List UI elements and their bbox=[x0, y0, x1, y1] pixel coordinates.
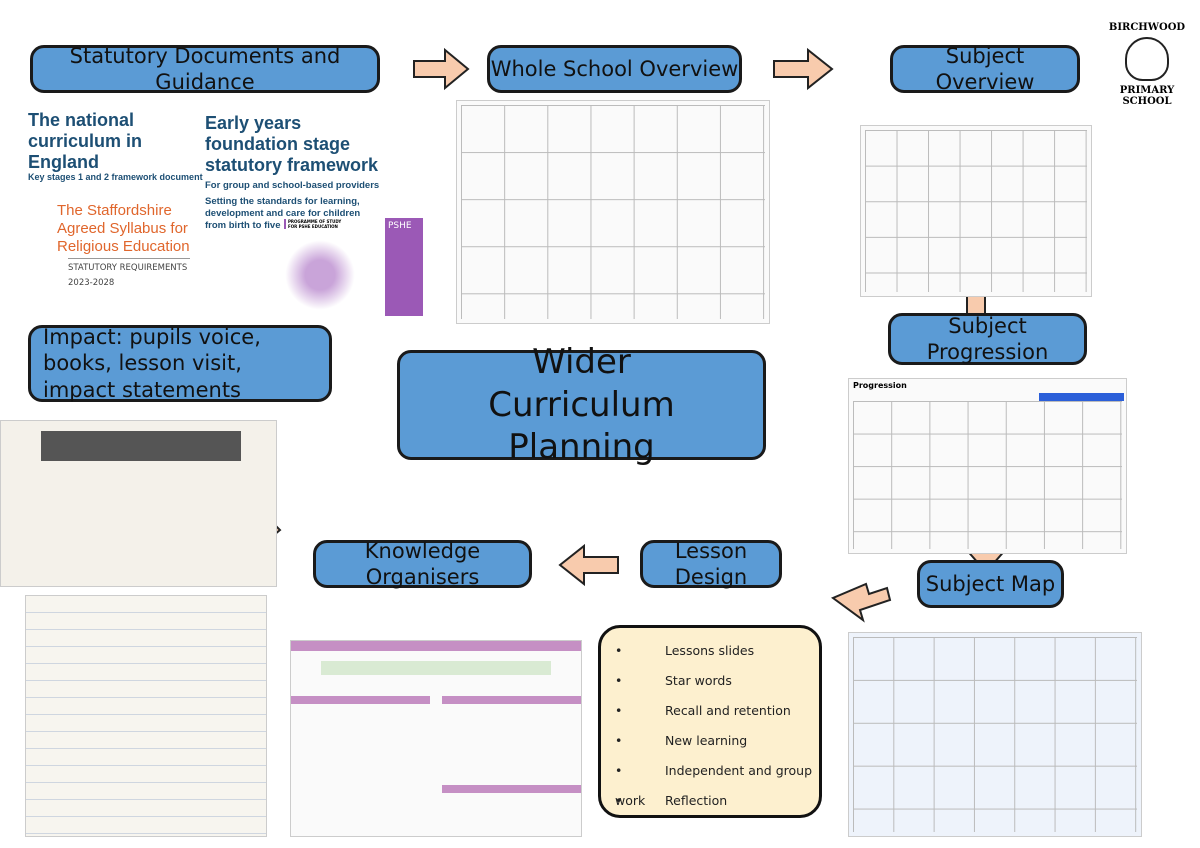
subject-progression-box: Subject Progression bbox=[888, 313, 1087, 365]
whole-school-overview-thumbnail bbox=[456, 100, 770, 324]
ko-header bbox=[291, 641, 581, 651]
wider-curriculum-planning-box: Wider Curriculum Planning bbox=[397, 342, 766, 467]
tree-icon bbox=[1125, 37, 1169, 81]
arrow-right-1 bbox=[413, 47, 470, 91]
eyfs-description: Setting the standards for learning, deve… bbox=[205, 196, 361, 231]
list-item: Independent and group work bbox=[615, 756, 819, 808]
list-item: Lessons slides bbox=[615, 636, 819, 666]
subject-progression-thumbnail: Progression bbox=[848, 378, 1127, 554]
arrow-diag-left bbox=[830, 582, 892, 623]
lesson-design-list: Lessons slides Star words Recall and ret… bbox=[598, 625, 822, 818]
subject-overview-box: Subject Overview bbox=[890, 44, 1080, 94]
subject-overview-thumbnail bbox=[860, 125, 1092, 297]
statutory-documents-box: Statutory Documents and Guidance bbox=[30, 44, 380, 94]
re-years: 2023-2028 bbox=[68, 278, 115, 288]
book-header bbox=[41, 431, 241, 461]
logo-top-text: BIRCHWOOD bbox=[1108, 22, 1186, 33]
re-title: The Staffordshire Agreed Syllabus for Re… bbox=[57, 202, 190, 255]
pshe-logo-text: PSHE bbox=[388, 221, 412, 231]
progression-header-bar bbox=[1039, 393, 1124, 401]
subject-map-thumbnail bbox=[848, 632, 1142, 837]
ko-vocab-header bbox=[291, 696, 431, 704]
pshe-programme-label: PROGRAMME OF STUDY FOR PSHE EDUCATION bbox=[284, 219, 348, 229]
pupil-writing-photo bbox=[25, 595, 267, 837]
logo-bottom-text: PRIMARY SCHOOL bbox=[1119, 85, 1175, 107]
re-subtitle: STATUTORY REQUIREMENTS bbox=[68, 258, 190, 273]
ko-timeline bbox=[321, 661, 551, 675]
progression-label: Progression bbox=[853, 381, 907, 390]
arrow-left-1 bbox=[558, 543, 619, 587]
whole-school-overview-box: Whole School Overview bbox=[487, 45, 742, 93]
eyfs-subtitle: For group and school-based providers bbox=[205, 180, 380, 191]
ko-did-you-know-header bbox=[441, 785, 581, 793]
eyfs-title: Early years foundation stage statutory f… bbox=[205, 113, 379, 175]
pshe-cover: PSHE bbox=[385, 218, 423, 316]
ko-dates-header bbox=[441, 696, 581, 704]
list-item: Recall and retention bbox=[615, 696, 819, 726]
impact-box: Impact: pupils voice, books, lesson visi… bbox=[28, 325, 332, 402]
lesson-design-box: Lesson Design bbox=[640, 539, 782, 589]
nc-subtitle: Key stages 1 and 2 framework document bbox=[28, 172, 203, 182]
list-item: Reflection bbox=[615, 786, 819, 816]
school-logo: BIRCHWOOD PRIMARY SCHOOL bbox=[1102, 22, 1192, 110]
subject-map-box: Subject Map bbox=[917, 560, 1064, 608]
arrow-right-2 bbox=[773, 47, 834, 91]
nc-title: The national curriculum in England bbox=[28, 110, 143, 172]
pupil-book-photo bbox=[0, 420, 277, 587]
knowledge-organisers-box: Knowledge Organisers bbox=[313, 539, 532, 589]
list-item: Star words bbox=[615, 666, 819, 696]
tree-illustration bbox=[285, 240, 355, 310]
knowledge-organiser-thumbnail bbox=[290, 640, 582, 837]
list-item: New learning bbox=[615, 726, 819, 756]
